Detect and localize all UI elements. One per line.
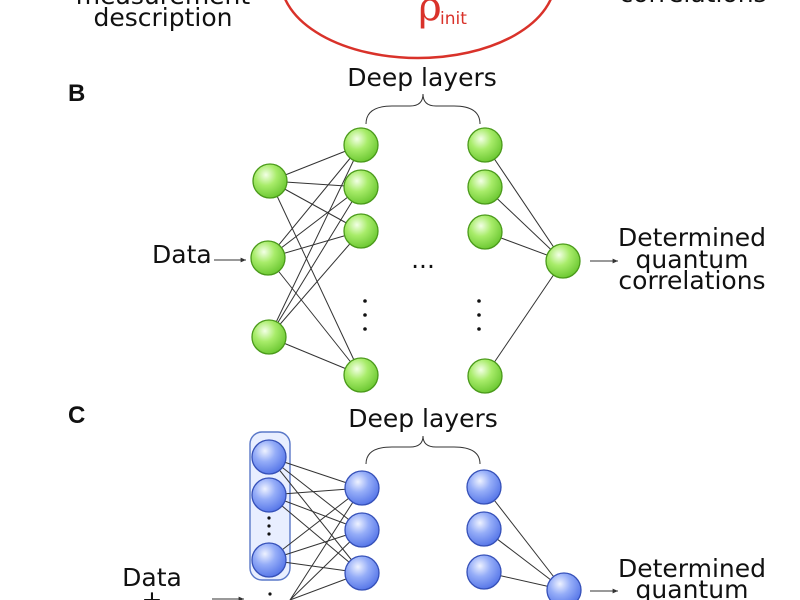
hidden-neuron bbox=[344, 512, 380, 548]
hidden-neuron bbox=[466, 469, 502, 505]
hidden-neuron bbox=[344, 470, 380, 506]
connection-line bbox=[484, 144, 564, 262]
panel-c: C Deep layers Data + Determined quantum bbox=[68, 402, 766, 600]
hidden-neuron bbox=[466, 511, 502, 547]
hidden-neuron bbox=[467, 169, 503, 205]
input-vertical-dots-lower bbox=[268, 592, 272, 596]
panel-b-input-label: Data bbox=[152, 240, 212, 269]
input-group-vertical-dots bbox=[267, 516, 271, 536]
input-neuron bbox=[251, 542, 287, 578]
hidden-neuron bbox=[343, 169, 379, 205]
panel-a-left-caption-line2: description bbox=[93, 3, 232, 32]
panel-c-nodes bbox=[251, 439, 582, 600]
output-neuron bbox=[545, 243, 581, 279]
connection-line bbox=[269, 180, 362, 376]
hidden-neuron bbox=[467, 127, 503, 163]
panel-c-input-label-line2: + bbox=[142, 585, 163, 600]
input-neuron bbox=[251, 477, 287, 513]
state-subscript: init bbox=[440, 9, 467, 29]
connection-line bbox=[268, 456, 363, 531]
panel-b-vertical-dots-1 bbox=[363, 299, 367, 331]
connection-line bbox=[268, 144, 362, 338]
panel-b: B Deep layers ... Data Determined quantu… bbox=[68, 63, 766, 394]
hidden-neuron bbox=[343, 127, 379, 163]
connection-line bbox=[268, 186, 362, 338]
panel-c-connections bbox=[268, 456, 565, 600]
panel-b-deep-layers-label: Deep layers bbox=[347, 63, 497, 92]
panel-a: measurement description ρ init correlati… bbox=[76, 0, 767, 60]
panel-c-brace bbox=[365, 435, 481, 465]
panel-c-deep-layers-label: Deep layers bbox=[348, 404, 498, 433]
panel-b-output-label-line2: quantum bbox=[636, 245, 749, 274]
connection-line bbox=[268, 230, 362, 338]
connection-line bbox=[268, 494, 363, 574]
panel-b-output-label-line1: Determined bbox=[618, 223, 766, 252]
panel-c-output-label-line2: quantum bbox=[636, 575, 749, 600]
connection-line bbox=[267, 257, 362, 376]
connection-line bbox=[268, 456, 363, 574]
panel-b-output-label-line3: correlations bbox=[618, 266, 765, 295]
connection-line bbox=[267, 186, 362, 259]
input-neuron bbox=[251, 439, 287, 475]
panel-b-ellipsis: ... bbox=[411, 245, 435, 274]
input-neuron bbox=[252, 163, 288, 199]
hidden-neuron bbox=[466, 554, 502, 590]
panel-c-input-label-line1: Data bbox=[122, 563, 182, 592]
input-neuron bbox=[251, 319, 287, 355]
connection-line bbox=[267, 144, 362, 259]
hidden-neuron bbox=[343, 357, 379, 393]
panel-c-output-label-line1: Determined bbox=[618, 554, 766, 583]
hidden-neuron bbox=[343, 213, 379, 249]
connection-line bbox=[484, 186, 564, 262]
state-ellipse bbox=[284, 0, 552, 60]
panel-a-left-caption-line1: measurement bbox=[76, 0, 251, 10]
panel-b-letter: B bbox=[68, 80, 85, 107]
panel-a-right-caption: correlations bbox=[619, 0, 766, 8]
state-symbol: ρ bbox=[418, 0, 442, 30]
output-neuron bbox=[546, 572, 582, 600]
panel-b-vertical-dots-2 bbox=[477, 299, 481, 331]
connection-line bbox=[289, 487, 363, 600]
connection-line bbox=[484, 260, 564, 377]
hidden-neuron bbox=[344, 555, 380, 591]
connection-line bbox=[483, 486, 565, 591]
connection-line bbox=[268, 487, 363, 561]
input-neuron bbox=[250, 240, 286, 276]
hidden-neuron bbox=[467, 358, 503, 394]
panel-b-nodes bbox=[250, 127, 581, 394]
hidden-neuron bbox=[467, 214, 503, 250]
panel-b-brace bbox=[365, 93, 481, 125]
panel-c-letter: C bbox=[68, 402, 85, 429]
